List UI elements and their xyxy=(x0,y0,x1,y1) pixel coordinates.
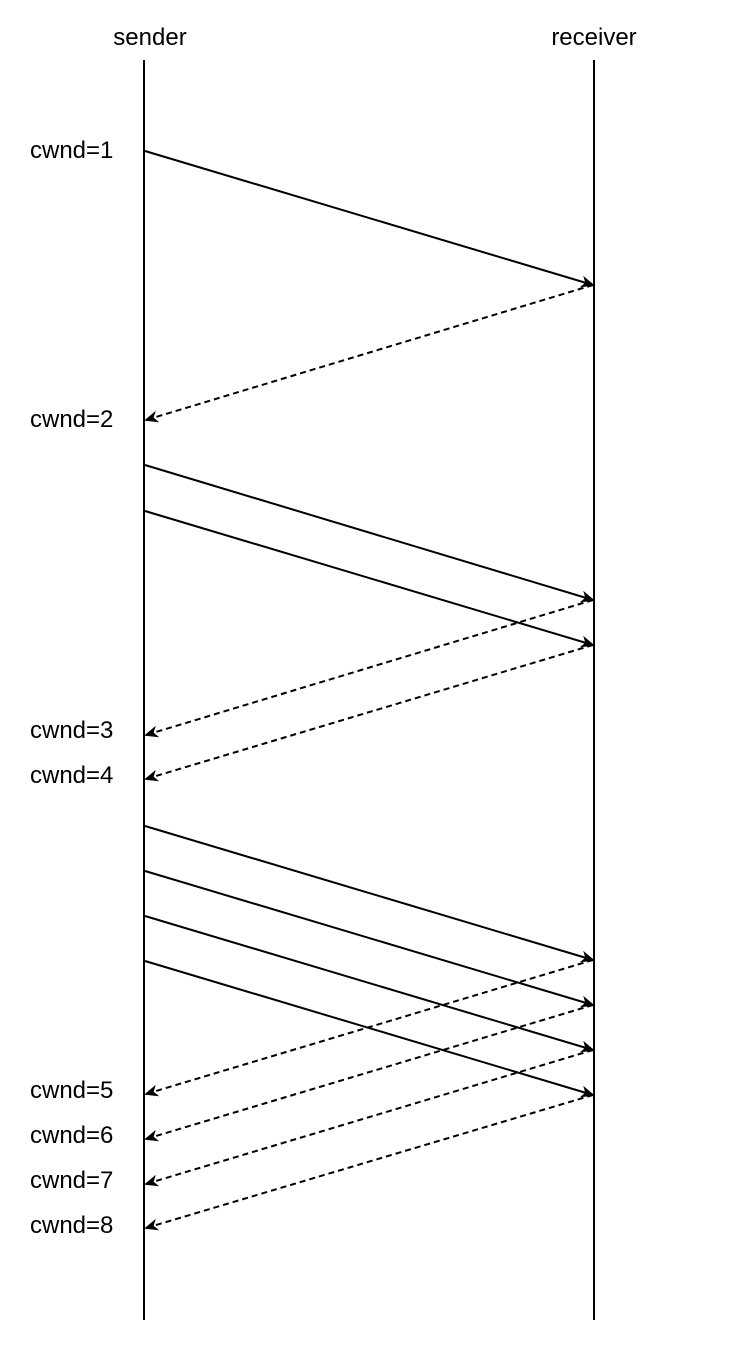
cwnd-label-4: cwnd=4 xyxy=(30,762,113,789)
cwnd-label-6: cwnd=6 xyxy=(30,1122,113,1149)
data-segment-4 xyxy=(144,825,595,963)
data-segment-2 xyxy=(144,464,595,603)
ack-segment-2 xyxy=(144,599,594,738)
receiver-label: receiver xyxy=(551,24,636,51)
data-segment-1 xyxy=(144,150,595,288)
cwnd-label-5: cwnd=5 xyxy=(30,1077,113,1104)
cwnd-label-3: cwnd=3 xyxy=(30,717,113,744)
cwnd-label-2: cwnd=2 xyxy=(30,406,113,433)
ack-segment-5 xyxy=(144,1004,594,1142)
cwnd-label-8: cwnd=8 xyxy=(30,1212,113,1239)
ack-segment-7 xyxy=(144,1094,594,1231)
ack-segment-4 xyxy=(144,959,594,1097)
data-segment-3 xyxy=(144,510,595,648)
cwnd-label-7: cwnd=7 xyxy=(30,1167,113,1194)
data-segment-5 xyxy=(144,870,595,1008)
ack-segment-3 xyxy=(144,644,594,782)
data-segment-6 xyxy=(144,915,595,1053)
sender-label: sender xyxy=(113,24,186,51)
ack-segment-6 xyxy=(144,1049,594,1187)
ack-segment-1 xyxy=(144,284,594,423)
cwnd-label-1: cwnd=1 xyxy=(30,137,113,164)
